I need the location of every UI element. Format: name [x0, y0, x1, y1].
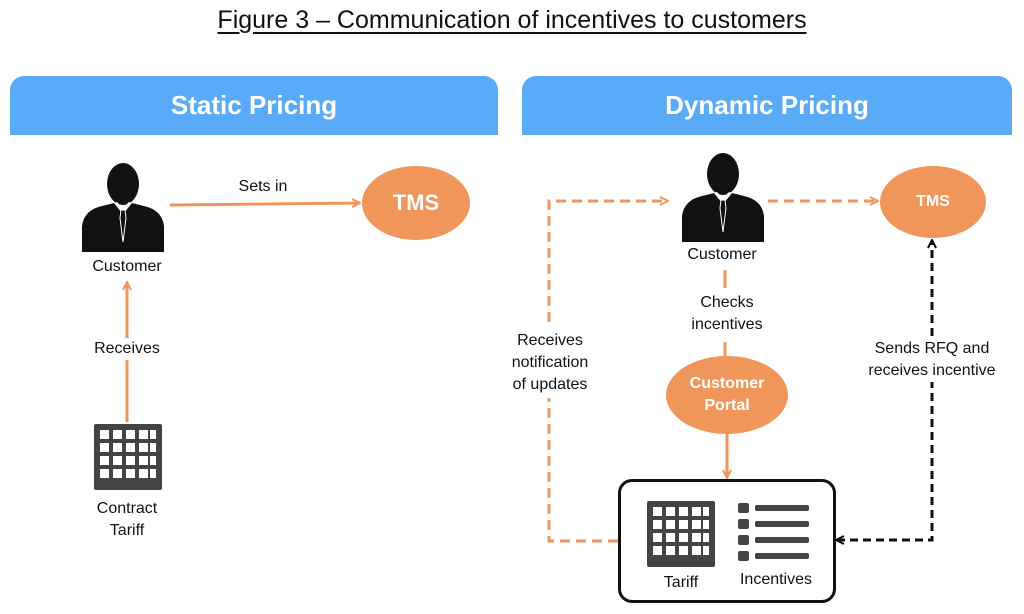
checks-line1: Checks: [700, 294, 754, 311]
portal-line2: Portal: [704, 397, 750, 414]
notification-loop: [547, 201, 668, 543]
static-customer-label: Customer: [92, 258, 162, 275]
dynamic-customer-icon: [682, 153, 764, 242]
customer-portal-node: Customer Portal: [666, 356, 788, 434]
rfq-line2: receives incentive: [868, 362, 996, 379]
contract-tariff-grid-icon: [94, 424, 162, 490]
dynamic-tariff-grid-icon: [647, 501, 715, 567]
receives-label: Receives: [72, 338, 182, 360]
static-customer-icon: [82, 163, 164, 252]
figure-title: Figure 3 – Communication of incentives t…: [217, 6, 807, 34]
static-pricing-header: Static Pricing: [10, 76, 498, 135]
dynamic-pricing-header: Dynamic Pricing: [522, 76, 1012, 135]
rfq-line1: Sends RFQ and: [874, 340, 990, 357]
notification-label: Receives notification of updates: [495, 328, 605, 398]
notif-line1: Receives: [517, 332, 583, 349]
contract-tariff-line1: Contract: [96, 500, 158, 517]
incentives-label: Incentives: [739, 571, 813, 588]
dynamic-tms-node: TMS: [880, 166, 986, 238]
dynamic-tariff-label: Tariff: [663, 574, 699, 591]
contract-tariff-label: Contract Tariff: [77, 498, 177, 542]
sets-in-arrow: [169, 203, 360, 205]
static-tms-label: TMS: [392, 190, 440, 215]
incentives-list-icon: [738, 503, 809, 561]
contract-tariff-line2: Tariff: [109, 522, 145, 539]
portal-line1: Customer: [689, 375, 765, 392]
notif-line3: of updates: [512, 376, 588, 393]
rfq-down-arrow: [836, 380, 934, 540]
sets-in-label: Sets in: [238, 178, 288, 195]
dynamic-customer-label: Customer: [687, 246, 757, 263]
checks-line2: incentives: [691, 316, 763, 333]
rfq-label: Sends RFQ and receives incentive: [856, 338, 1008, 382]
checks-incentives-label: Checks incentives: [667, 292, 787, 336]
static-tms-node: TMS: [362, 166, 470, 240]
notif-line2: notification: [511, 354, 589, 371]
dynamic-tms-label: TMS: [916, 193, 950, 210]
